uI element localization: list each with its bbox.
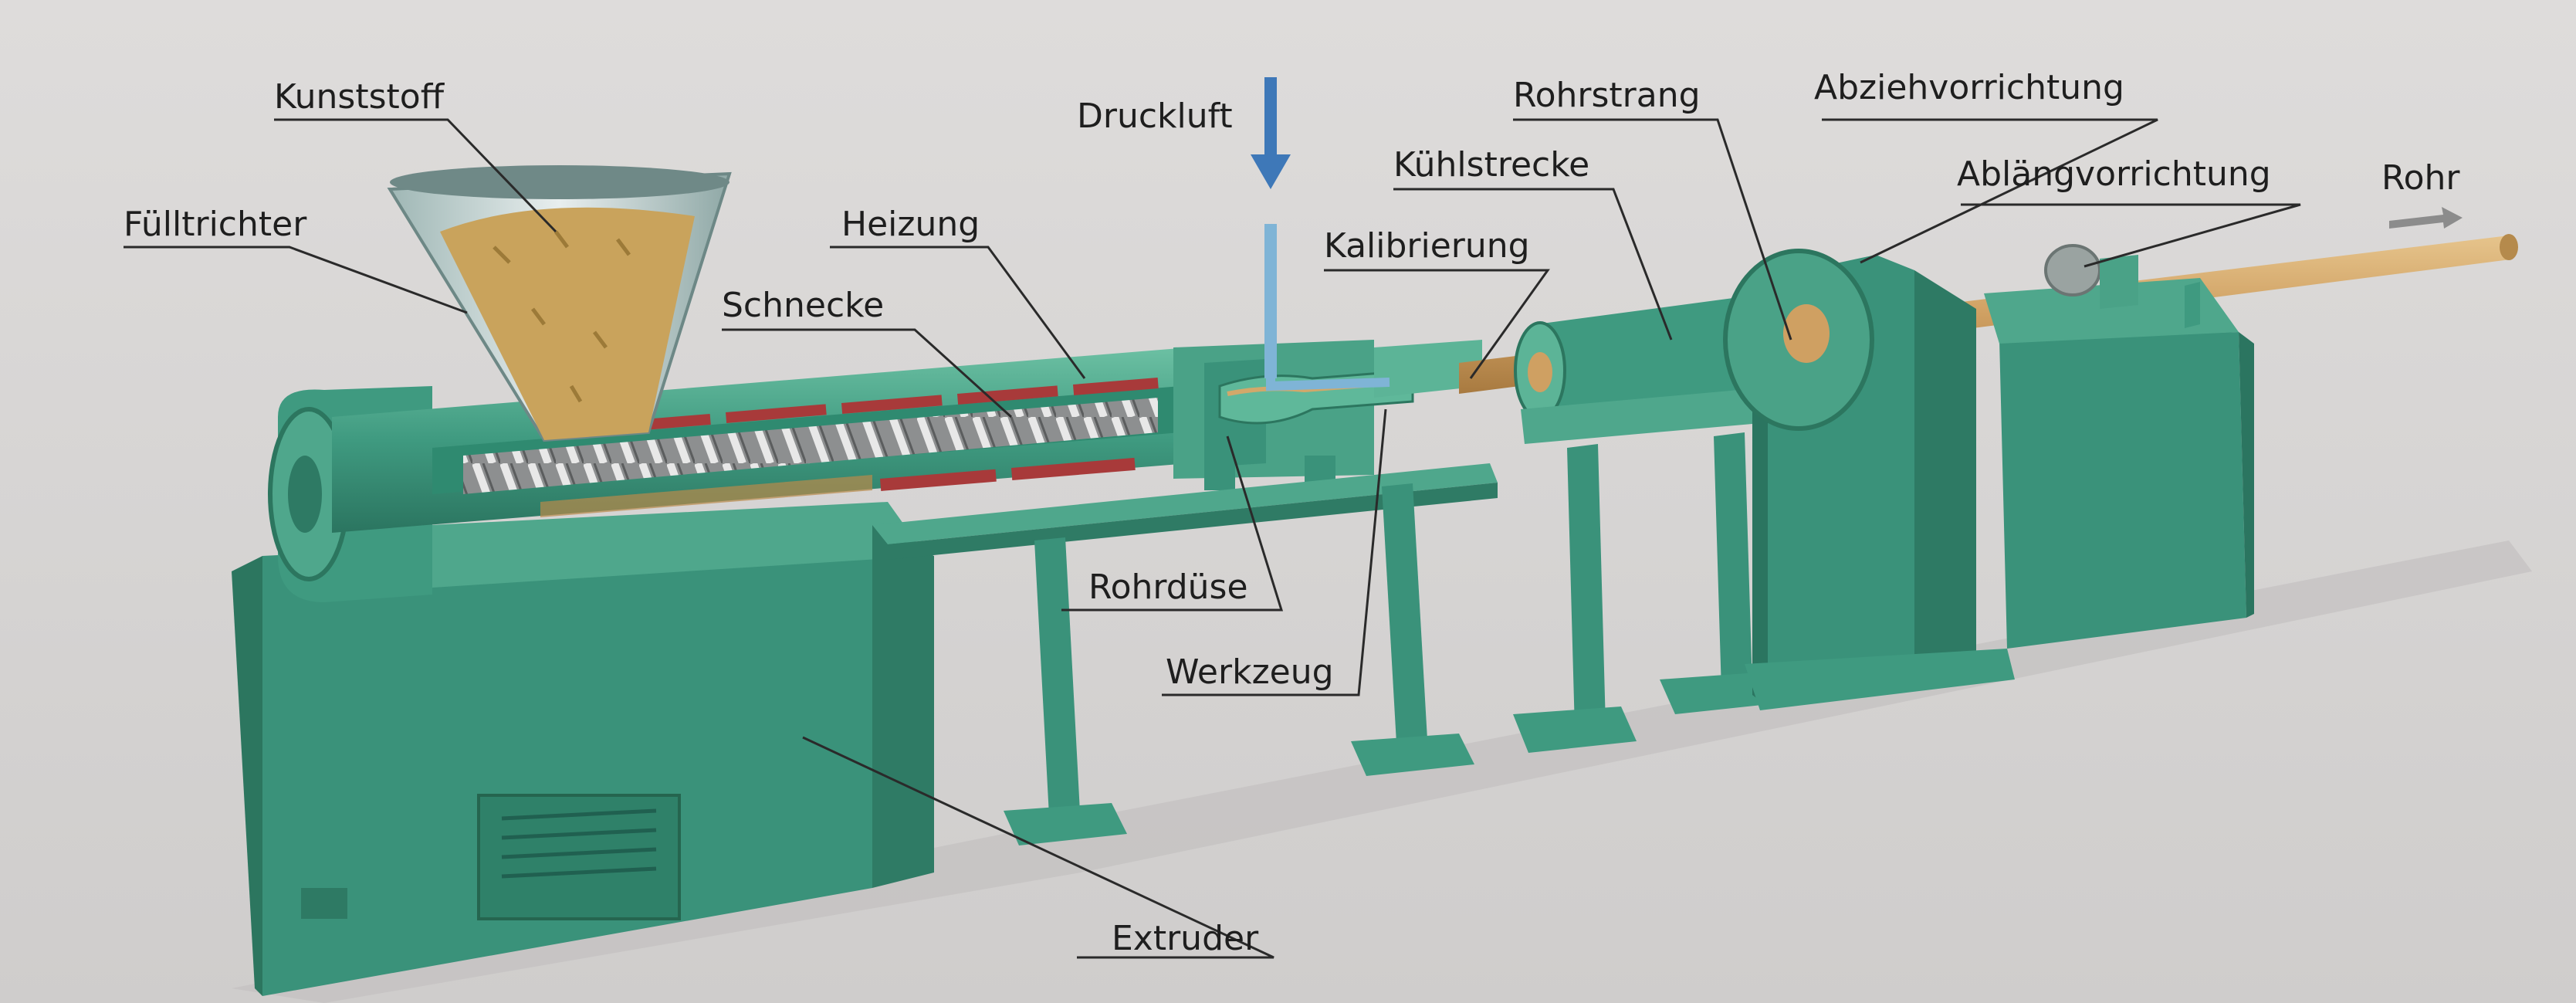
label-druckluft: Druckluft [1077, 97, 1233, 136]
label-kunststoff: Kunststoff [274, 77, 445, 117]
label-extruder: Extruder [1112, 919, 1259, 958]
label-kuehlstrecke: Kühlstrecke [1393, 145, 1589, 185]
extruder-foot [301, 888, 347, 919]
label-fuelltrichter: Fülltrichter [124, 205, 307, 244]
label-abziehvorrichtung: Abziehvorrichtung [1814, 68, 2124, 107]
label-heizung: Heizung [841, 205, 980, 244]
label-kalibrierung: Kalibrierung [1324, 226, 1530, 266]
right-arrow-icon [2389, 207, 2463, 229]
label-schnecke: Schnecke [722, 286, 884, 325]
haul-off-unit [1723, 249, 2015, 710]
label-werkzeug: Werkzeug [1166, 652, 1334, 692]
extruder-barrel [332, 347, 1189, 533]
label-rohrstrang: Rohrstrang [1513, 76, 1701, 115]
down-arrow-icon [1251, 77, 1291, 189]
cutting-unit [1984, 207, 2463, 649]
die-flange-2 [1305, 456, 1335, 483]
label-rohrduese: Rohrdüse [1088, 568, 1248, 607]
label-rohr: Rohr [2381, 158, 2460, 198]
die-flange-1 [1204, 459, 1235, 490]
plastic-granulate [440, 207, 695, 440]
heater-bands [625, 377, 1159, 491]
support-table [872, 463, 1498, 845]
hopper [387, 165, 732, 442]
extruder-vent-slots [501, 808, 657, 879]
leader-lines [124, 118, 2301, 959]
cooling-section [1513, 293, 1787, 753]
air-line [1251, 77, 1390, 391]
label-ablaengvorrichtung: Ablängvorrichtung [1957, 154, 2271, 194]
extruder-body [232, 502, 934, 996]
die-tool [1173, 340, 1482, 490]
screw [463, 398, 1158, 494]
